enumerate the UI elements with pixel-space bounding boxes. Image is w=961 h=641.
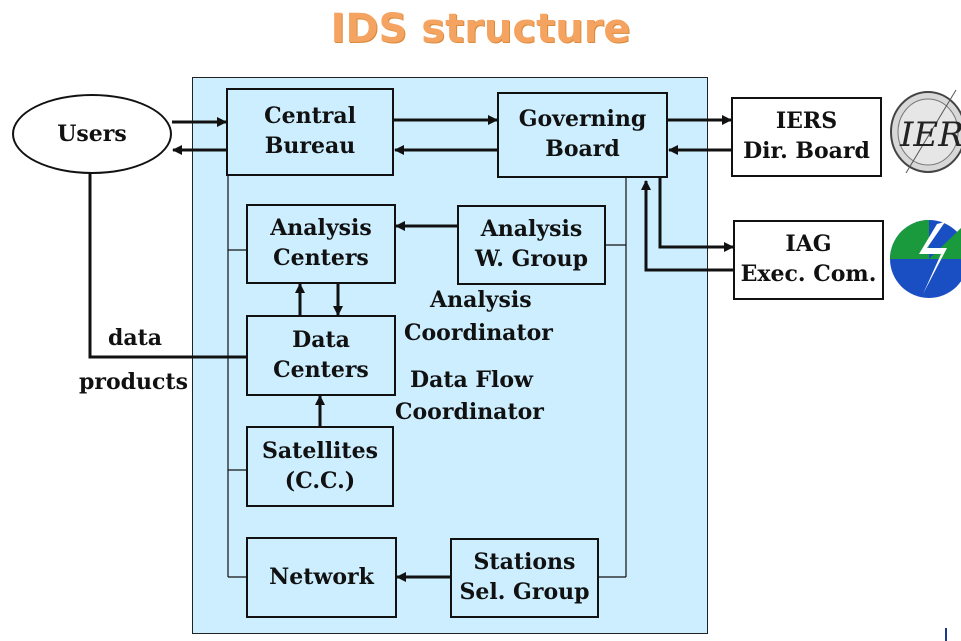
iers-dir-board-label: IERS Dir. Board [743,108,870,164]
page-title: IDS structure [330,6,631,52]
stations-sel-group-label: Stations Sel. Group [459,549,590,605]
data-products-label-line1: data [108,325,163,351]
analysis-coordinator-label-line2: Coordinator [404,320,553,346]
central-bureau-label: Central Bureau [264,103,356,159]
satellites-label: Satellites (C.C.) [262,437,378,494]
analysis-centers-label: Analysis Centers [270,215,372,271]
data-products-label-line2: products [79,369,188,395]
iag-exec-com-label: IAG Exec. Com. [740,231,877,287]
iers-logo-icon: IERS [890,89,961,174]
data-centers-box: Data Centers [246,315,396,396]
corner-mark [945,628,947,641]
central-bureau-box: Central Bureau [226,88,394,176]
governing-board-box: Governing Board [497,92,668,178]
data-centers-label: Data Centers [273,326,369,383]
stations-sel-group-box: Stations Sel. Group [450,538,599,618]
iers-dir-board-box: IERS Dir. Board [731,97,882,177]
users-node: Users [12,94,172,174]
iag-exec-com-box: IAG Exec. Com. [733,220,884,300]
iers-logo-text: IERS [899,115,961,155]
network-box: Network [246,537,397,618]
iag-logo-icon [890,220,961,298]
network-label: Network [269,563,374,590]
analysis-wgroup-box: Analysis W. Group [457,205,606,285]
governing-board-label: Governing Board [518,106,647,162]
data-flow-coordinator-label-line1: Data Flow [410,367,533,393]
analysis-wgroup-label: Analysis W. Group [474,216,589,272]
users-label: Users [57,121,127,147]
analysis-centers-box: Analysis Centers [246,204,396,284]
satellites-box: Satellites (C.C.) [246,426,394,507]
analysis-coordinator-label-line1: Analysis [430,287,532,313]
data-flow-coordinator-label-line2: Coordinator [395,399,544,425]
